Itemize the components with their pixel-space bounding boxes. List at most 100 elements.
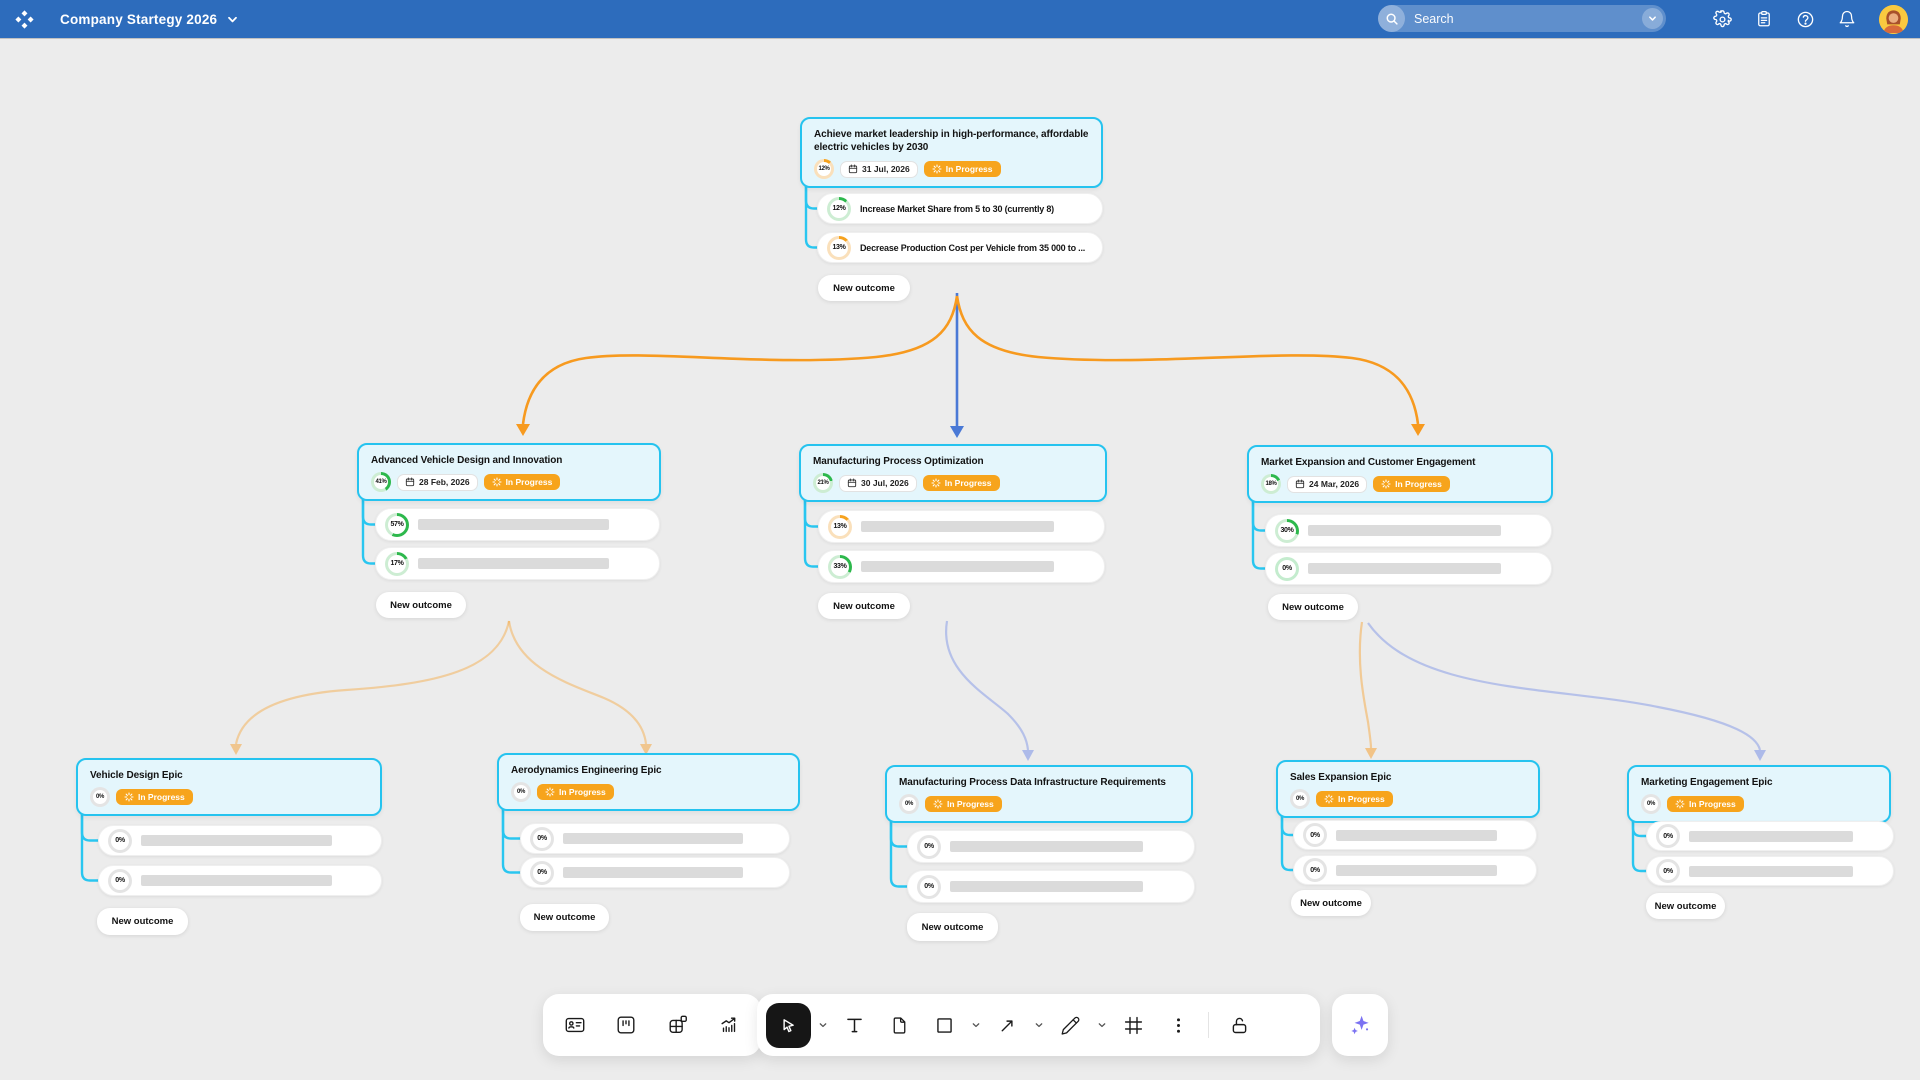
outcome-pill[interactable]: 13%Decrease Production Cost per Vehicle … [817, 232, 1103, 263]
status-spinner-icon [1675, 799, 1685, 809]
text-tool-button[interactable] [834, 1005, 874, 1045]
kanban-board-button[interactable] [606, 1005, 646, 1045]
help-button[interactable] [1796, 10, 1815, 29]
pencil-options-chevron-icon[interactable] [1095, 1020, 1108, 1030]
status-badge[interactable]: In Progress [1373, 476, 1450, 492]
notes-button[interactable] [1755, 10, 1773, 28]
new-outcome-button[interactable]: New outcome [97, 908, 188, 935]
outcome-pill[interactable]: 0% [520, 857, 790, 888]
outcome-pill[interactable]: 0% [907, 870, 1195, 903]
progress-ring: 13% [828, 514, 852, 539]
calendar-icon [848, 164, 858, 174]
progress-value: 0% [920, 877, 938, 896]
new-outcome-button[interactable]: New outcome [818, 593, 910, 619]
new-outcome-button[interactable]: New outcome [818, 275, 910, 301]
new-outcome-button[interactable]: New outcome [1268, 594, 1358, 620]
node-meta: 0%In Progress [1641, 794, 1877, 814]
outcome-skeleton-bar [1336, 829, 1498, 841]
notifications-button[interactable] [1838, 10, 1856, 28]
status-badge[interactable]: In Progress [116, 789, 193, 805]
lock-button[interactable] [1219, 1005, 1259, 1045]
outcome-skeleton-bar [861, 561, 1054, 572]
outcome-pill[interactable]: 30% [1265, 514, 1552, 547]
settings-button[interactable] [1713, 9, 1732, 29]
more-options-button[interactable] [1158, 1005, 1198, 1045]
new-outcome-button[interactable]: New outcome [520, 904, 609, 931]
connector-arrow-button[interactable] [987, 1005, 1027, 1045]
outcome-pill[interactable]: 0% [1265, 552, 1552, 585]
outcome-pill[interactable]: 0% [98, 825, 382, 856]
app-logo-icon[interactable] [14, 9, 35, 30]
due-date-chip[interactable]: 30 Jul, 2026 [839, 474, 917, 492]
node-card-market-expansion[interactable]: Market Expansion and Customer Engagement… [1247, 445, 1553, 503]
node-card-objective-root[interactable]: Achieve market leadership in high-perfor… [800, 117, 1103, 188]
outcome-pill[interactable]: 13% [818, 510, 1105, 543]
board-menu-chevron-icon[interactable] [226, 13, 239, 26]
node-title: Achieve market leadership in high-perfor… [814, 129, 1089, 153]
frame-grid-button[interactable] [1113, 1005, 1153, 1045]
status-badge[interactable]: In Progress [1667, 796, 1744, 812]
new-outcome-button[interactable]: New outcome [1291, 890, 1371, 916]
arrow-options-chevron-icon[interactable] [1032, 1020, 1045, 1030]
node-card-marketing-engagement-epic[interactable]: Marketing Engagement Epic 0%In Progress [1627, 765, 1891, 823]
new-outcome-button[interactable]: New outcome [376, 592, 466, 618]
status-badge[interactable]: In Progress [922, 475, 1000, 491]
shape-options-chevron-icon[interactable] [969, 1020, 982, 1030]
document-tool-button[interactable] [879, 1005, 919, 1045]
progress-ring: 0% [90, 787, 110, 807]
shape-tool-button[interactable] [924, 1005, 964, 1045]
pencil-tool-button[interactable] [1050, 1005, 1090, 1045]
search-input[interactable]: Search [1378, 5, 1666, 32]
status-label: In Progress [945, 164, 993, 174]
outcome-pill[interactable]: 0% [907, 830, 1195, 863]
status-badge[interactable]: In Progress [537, 784, 614, 800]
status-spinner-icon [933, 799, 943, 809]
search-options-chevron-icon[interactable] [1642, 8, 1663, 29]
ai-assistant-button[interactable] [1332, 994, 1388, 1056]
progress-value: 17% [388, 554, 406, 573]
widgets-button[interactable] [658, 1005, 698, 1045]
due-date-chip[interactable]: 24 Mar, 2026 [1287, 475, 1368, 493]
analytics-chart-button[interactable] [709, 1005, 749, 1045]
outcome-pill[interactable]: 17% [375, 547, 660, 580]
outcome-pill[interactable]: 12%Increase Market Share from 5 to 30 (c… [817, 193, 1103, 224]
outcome-pill[interactable]: 0% [520, 823, 790, 854]
outcome-pill[interactable]: 0% [1646, 821, 1894, 851]
status-badge[interactable]: In Progress [483, 474, 561, 490]
status-badge[interactable]: In Progress [1316, 791, 1393, 807]
node-meta: 0%In Progress [511, 782, 786, 802]
node-title: Manufacturing Process Data Infrastructur… [899, 777, 1166, 788]
progress-ring: 0% [1656, 824, 1680, 848]
status-badge[interactable]: In Progress [925, 796, 1002, 812]
node-title: Marketing Engagement Epic [1641, 777, 1773, 788]
due-date-chip[interactable]: 28 Feb, 2026 [397, 473, 478, 491]
progress-value: 0% [1306, 826, 1324, 844]
contact-card-button[interactable] [555, 1005, 595, 1045]
due-date-chip[interactable]: 31 Jul, 2026 [840, 160, 918, 178]
outcome-pill[interactable]: 33% [818, 550, 1105, 583]
cursor-options-chevron-icon[interactable] [816, 1020, 829, 1030]
dock-tools [757, 994, 1320, 1056]
node-title: Advanced Vehicle Design and Innovation [371, 455, 563, 466]
outcome-pill[interactable]: 0% [1293, 855, 1537, 885]
new-outcome-button[interactable]: New outcome [1646, 893, 1725, 919]
calendar-icon [405, 477, 415, 487]
board-title[interactable]: Company Startegy 2026 [60, 11, 218, 27]
outcome-pill[interactable]: 0% [1646, 856, 1894, 886]
progress-value: 13% [831, 517, 849, 536]
outcome-text: Decrease Production Cost per Vehicle fro… [860, 242, 1086, 253]
outcome-pill[interactable]: 0% [1293, 820, 1537, 850]
status-badge[interactable]: In Progress [923, 161, 1001, 177]
select-cursor-button[interactable] [766, 1002, 811, 1048]
outcome-pill[interactable]: 57% [375, 508, 660, 541]
node-meta: 0% In Progress [90, 787, 368, 807]
new-outcome-button[interactable]: New outcome [907, 913, 998, 941]
outcome-pill[interactable]: 0% [98, 865, 382, 896]
user-avatar[interactable] [1879, 4, 1908, 34]
node-card-manufacturing-data-infrastructure[interactable]: Manufacturing Process Data Infrastructur… [885, 765, 1193, 823]
